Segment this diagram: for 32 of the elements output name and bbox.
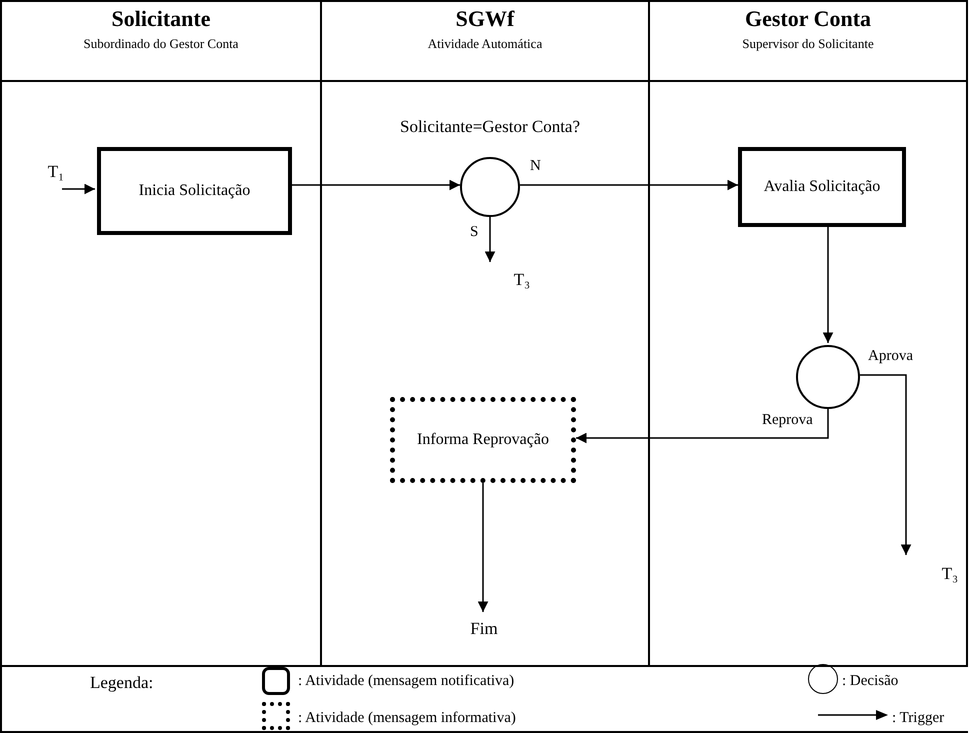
trigger-label: T₃ bbox=[898, 557, 958, 591]
lane-subtitle: Subordinado do Gestor Conta bbox=[82, 36, 240, 52]
arrow bbox=[290, 180, 460, 190]
arrow bbox=[478, 481, 488, 612]
legend-text: : Trigger bbox=[892, 710, 944, 727]
activity-box: Inicia Solicitação bbox=[97, 147, 292, 235]
lane-title: Gestor Conta bbox=[744, 6, 872, 32]
swimlane bbox=[322, 0, 650, 665]
activity-box: Avalia Solicitação bbox=[738, 147, 906, 227]
lane-title: Solicitante bbox=[110, 6, 212, 32]
trigger-label: T₃ bbox=[482, 264, 530, 296]
lane-title: SGWf bbox=[454, 6, 516, 32]
edge-label: Aprova bbox=[866, 348, 915, 365]
activity-box: Informa Reprovação bbox=[390, 397, 576, 483]
end-label: Fim bbox=[462, 614, 506, 644]
lane-subtitle: Atividade Automática bbox=[426, 36, 544, 52]
edge-label: Reprova bbox=[760, 412, 815, 429]
legend-text: : Decisão bbox=[842, 673, 898, 690]
swimlane bbox=[0, 0, 322, 665]
legend-text: : Atividade (mensagem notificativa) bbox=[298, 673, 514, 690]
lane-subtitle: Supervisor do Solicitante bbox=[741, 36, 875, 52]
arrow bbox=[576, 407, 829, 444]
trigger-label: T₁ bbox=[24, 142, 64, 202]
arrow bbox=[520, 180, 738, 190]
arrow bbox=[822, 225, 834, 343]
arrow bbox=[860, 374, 912, 555]
arrow bbox=[484, 215, 496, 262]
decision-question: Solicitante=Gestor Conta? bbox=[400, 117, 580, 137]
arrow bbox=[62, 184, 95, 194]
swimlane bbox=[650, 0, 968, 665]
legend-text: : Atividade (mensagem informativa) bbox=[298, 710, 516, 727]
legend-title: Legenda: bbox=[90, 673, 154, 693]
